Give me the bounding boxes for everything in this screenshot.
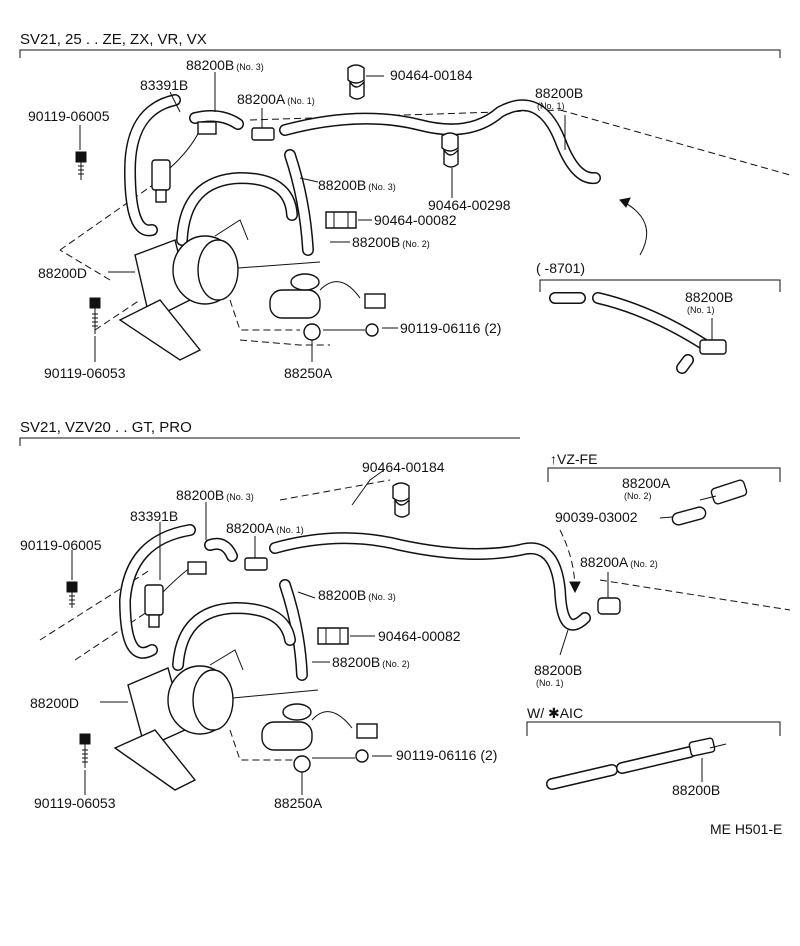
svg-text:88200B(No. 2): 88200B(No. 2) [332, 654, 410, 670]
svg-text:88200B(No. 3): 88200B(No. 3) [186, 57, 264, 73]
section-1-hose-no1 [279, 99, 601, 185]
section-1-clamp-184-icon [347, 64, 365, 100]
label-88200b-no2: 88200B [352, 234, 400, 250]
section-1-valve-icon [269, 273, 386, 341]
svg-text:88200B(No. 2): 88200B(No. 2) [352, 234, 430, 250]
section-2-hose-no1 [269, 532, 591, 631]
section-2-bolt-005-icon [66, 581, 78, 608]
section-1-hose-no2 [176, 172, 298, 246]
svg-text:88200B(No. 3): 88200B(No. 3) [318, 587, 396, 603]
inset-vz-title: ↑VZ-FE [550, 451, 597, 467]
inset-1-label-88200b: 88200B [685, 289, 733, 305]
section-2-leaders [71, 469, 392, 795]
label-83391b: 83391B [140, 77, 188, 93]
label-2-88200b-no3-top: 88200B [176, 487, 224, 503]
label-90464-00298: 90464-00298 [428, 197, 511, 213]
section-2-clamp-082-icon [317, 627, 349, 645]
section-2-clamp-184-icon [392, 482, 410, 518]
section-1-labels: 88200B(No. 3) 83391B 90464-00184 88200A(… [28, 57, 583, 381]
inset-aic-label-88200b: 88200B [672, 782, 720, 798]
section-2-bracket [19, 437, 520, 446]
section-2-hose-no3-top [119, 524, 238, 659]
label-2-88250a: 88250A [274, 795, 323, 811]
label-2-88200b-no2: 88200B [332, 654, 380, 670]
inset-vz-label-88200a: 88200A [622, 475, 671, 491]
label-88250a: 88250A [284, 365, 333, 381]
section-2-title: SV21, VZV20 . . GT, PRO [20, 419, 192, 436]
section-1-leaders [79, 72, 566, 362]
label-90464-00082: 90464-00082 [374, 212, 457, 228]
label-88200b-no1: 88200B [535, 85, 583, 101]
label-88200a-no1: 88200A [237, 91, 286, 107]
section-2-actuator-icon [113, 649, 319, 791]
inset-aic-title: W/ ✱AIC [527, 705, 583, 721]
inset-vz-label-90039-03002: 90039-03002 [555, 509, 638, 525]
svg-text:88200B(No. 3): 88200B(No. 3) [318, 177, 396, 193]
section-1-pipe-no1-icon [251, 118, 275, 141]
diagram-code: ME H501-E [710, 821, 782, 837]
label-88200b-no3-top: 88200B [186, 57, 234, 73]
section-1-clamp-082-icon [325, 211, 357, 229]
label-2-90119-06116: 90119-06116 (2) [396, 747, 497, 763]
section-1-hose-no3-top [124, 94, 244, 237]
label-2-88200a-no1: 88200A [226, 520, 275, 536]
section-1-dashed-lines [59, 109, 791, 346]
label-2-90119-06005: 90119-06005 [20, 537, 102, 553]
section-1-inset: ( -8701) 88200B (No. 1) [536, 197, 781, 374]
label-2-90464-00184: 90464-00184 [362, 459, 445, 475]
section-2-labels: 90464-00184 88200B(No. 3) 83391B 88200A(… [20, 459, 497, 811]
label-2-88200b-no3-mid: 88200B [318, 587, 366, 603]
svg-text:88200A(No. 2): 88200A(No. 2) [580, 554, 658, 570]
label-2-83391b: 83391B [130, 508, 178, 524]
label-90464-00184: 90464-00184 [390, 67, 473, 83]
inset-vz-label-88200b: 88200B [534, 662, 582, 678]
inset-1-title: ( -8701) [536, 260, 585, 276]
section-2-bolt-053-icon [79, 733, 91, 768]
section-2-sensor-icon [144, 561, 207, 628]
label-88200b-no3-mid: 88200B [318, 177, 366, 193]
label-90119-06116: 90119-06116 (2) [400, 320, 501, 336]
svg-text:88200B(No. 3): 88200B(No. 3) [176, 487, 254, 503]
section-2-inset-aic: W/ ✱AIC 88200B [526, 705, 781, 798]
section-2-inset-vz: ↑VZ-FE 88200A (No. 2) 90039-03002 88200A… [534, 451, 781, 688]
section-1-hose-no3-mid [284, 149, 314, 256]
section-2-hose-no3-mid [279, 579, 308, 681]
section-2-pipe-no1-icon [244, 546, 268, 571]
section-1-title: SV21, 25 . . ZE, ZX, VR, VX [20, 31, 207, 48]
label-90119-06005: 90119-06005 [28, 108, 110, 124]
svg-text:88200A(No. 1): 88200A(No. 1) [226, 520, 304, 536]
svg-text:(No. 1): (No. 1) [687, 305, 715, 315]
label-90119-06053: 90119-06053 [44, 365, 126, 381]
section-2-valve-icon [261, 703, 378, 773]
label-2-88200d: 88200D [30, 695, 79, 711]
section-1-clamp-298-icon [441, 132, 459, 168]
svg-text:(No. 1): (No. 1) [537, 101, 565, 111]
section-1-bracket [19, 49, 781, 58]
section-1-actuator-icon [118, 219, 321, 361]
section-1-sensor-icon [151, 121, 217, 203]
label-2-90119-06053: 90119-06053 [34, 795, 116, 811]
inset-vz-label-88200a-b: 88200A [580, 554, 629, 570]
section-2-dashed-lines [39, 479, 791, 761]
section-2-hose-no2 [172, 602, 296, 671]
section-1-bolt-005-icon [75, 151, 87, 180]
svg-text:88200A(No. 1): 88200A(No. 1) [237, 91, 315, 107]
label-2-90464-00082: 90464-00082 [378, 628, 461, 644]
svg-text:(No. 2): (No. 2) [624, 491, 652, 501]
label-88200d: 88200D [38, 265, 87, 281]
svg-text:(No. 1): (No. 1) [536, 678, 564, 688]
section-1-bolt-053-icon [89, 297, 101, 334]
